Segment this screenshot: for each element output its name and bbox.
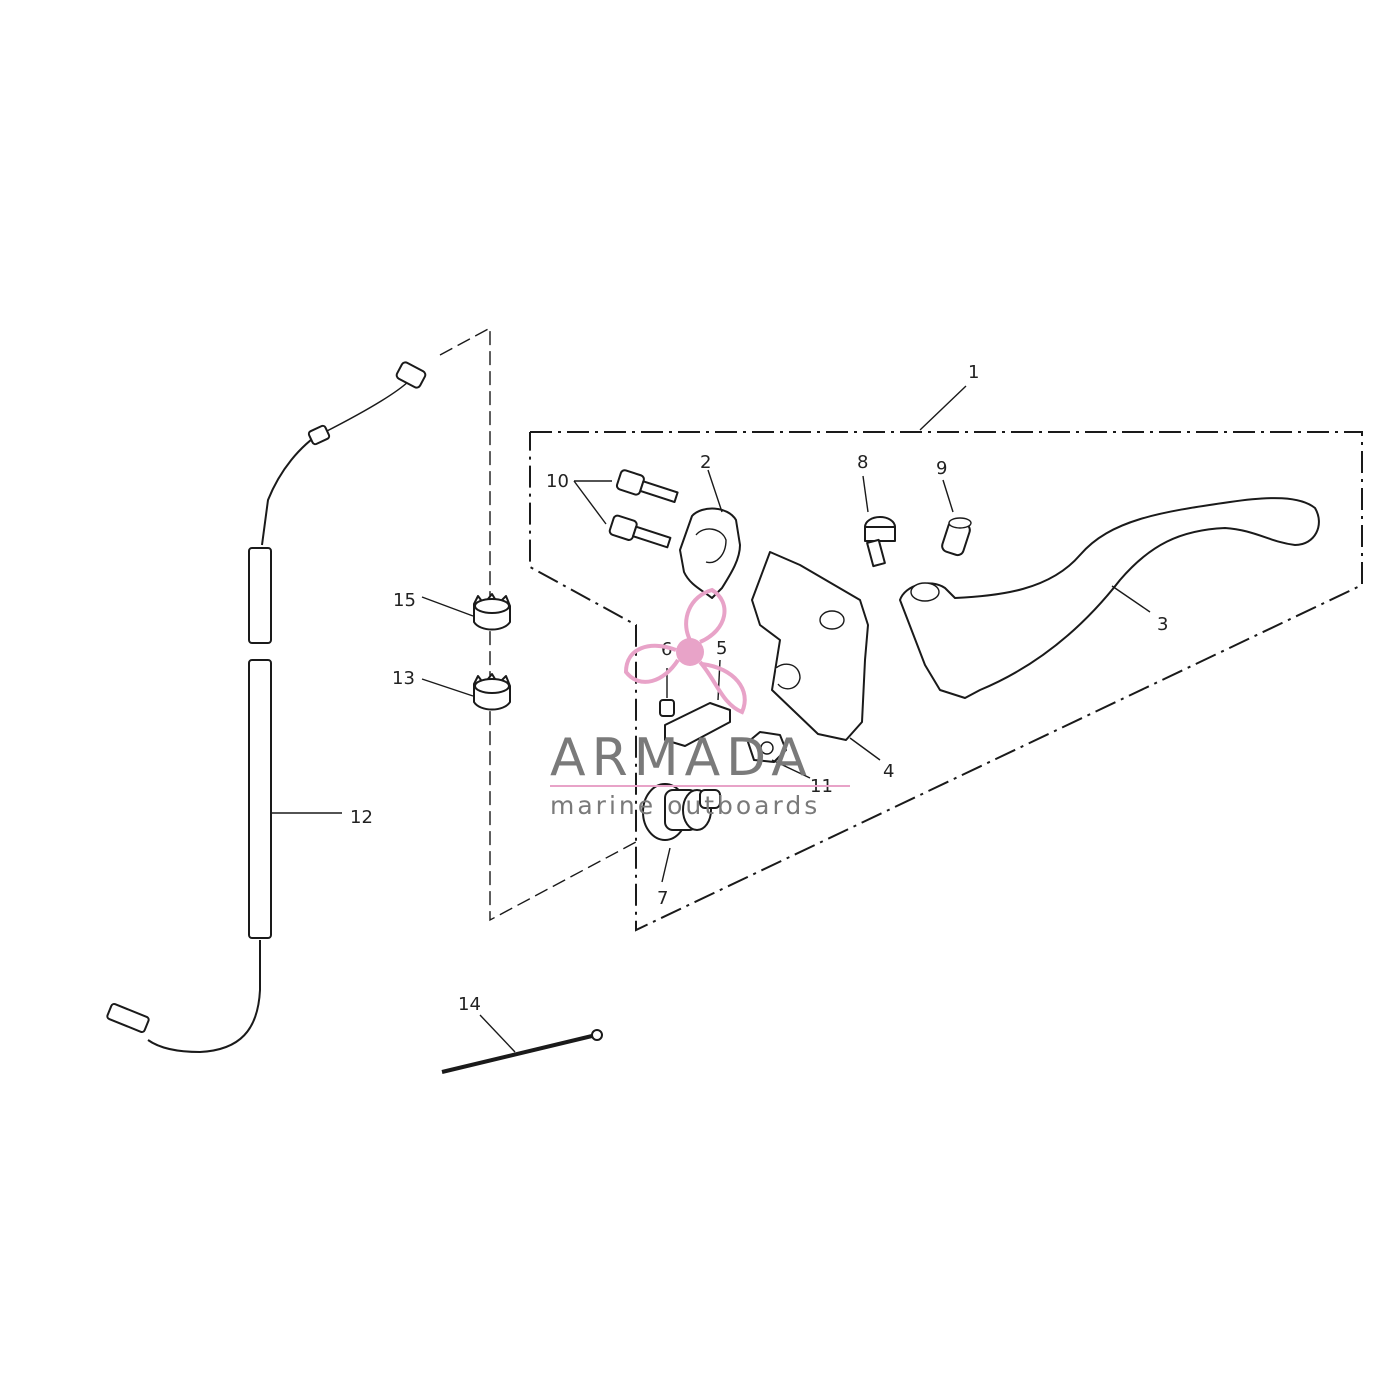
callout-9: 9: [936, 458, 947, 479]
callout-labels: 1 2 3 4 5 6 7 8 9 10 11 12 13 14 15: [350, 362, 1168, 1015]
grommet-part-15: [421, 593, 511, 631]
callout-13: 13: [392, 668, 415, 689]
bushing-part-9: [941, 479, 972, 557]
callout-7: 7: [657, 888, 668, 909]
adjuster-knob-part-7: [642, 783, 721, 883]
assembly-frame: [529, 431, 1363, 932]
watermark-title: ARMADA: [550, 728, 813, 788]
callout-14: 14: [458, 994, 481, 1015]
callout-4: 4: [883, 761, 894, 782]
callout-8: 8: [857, 452, 868, 473]
callout-3: 3: [1157, 614, 1168, 635]
grommet-part-13: [421, 673, 511, 711]
lever-bracket-part-4: [751, 551, 881, 761]
callout-12: 12: [350, 807, 373, 828]
lever-part-3: [899, 497, 1320, 699]
clamp-part-2: [679, 469, 741, 599]
callout-6: 6: [661, 639, 672, 660]
screw-part-6: [659, 668, 675, 717]
callout-1: 1: [968, 362, 979, 383]
callout-15: 15: [393, 590, 416, 611]
watermark-subtitle: marine outboards: [550, 791, 820, 820]
screws-part-10: [573, 469, 679, 549]
cable-part-12: [106, 361, 427, 1053]
guide-lines: [439, 326, 637, 922]
cable-tie-part-14: [441, 1014, 603, 1074]
callout-2: 2: [700, 452, 711, 473]
propeller-icon: [623, 587, 747, 715]
callout-5: 5: [716, 638, 727, 659]
nut-part-11: [747, 731, 811, 779]
armada-watermark: ARMADA marine outboards: [550, 587, 850, 820]
callout-10: 10: [546, 471, 569, 492]
pivot-bolt-part-8: [862, 475, 896, 568]
